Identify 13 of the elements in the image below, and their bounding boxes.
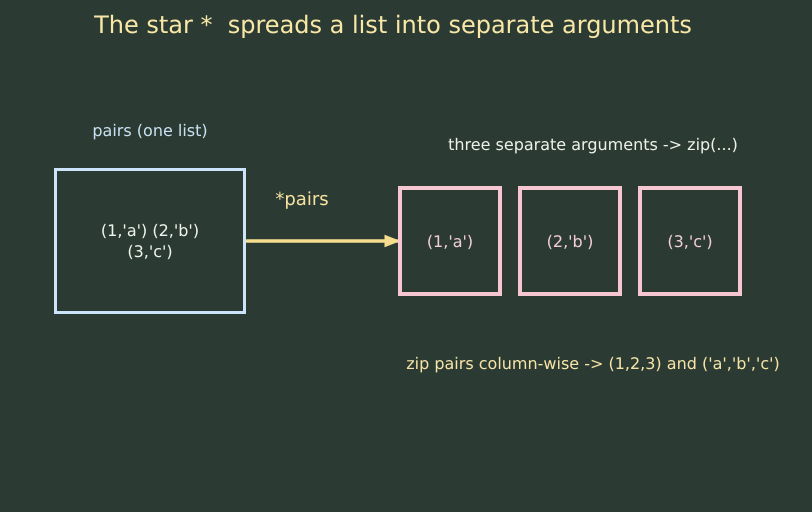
tuple-text: (1,'a') <box>426 230 474 252</box>
edge-label: *pairs <box>274 188 330 212</box>
tuple-box <box>638 186 742 296</box>
tuple-text: (3,'c') <box>667 230 713 252</box>
list-heading: pairs (one list) <box>91 120 209 142</box>
tuple-box <box>518 186 622 296</box>
arrow <box>245 234 400 248</box>
tuple-box <box>398 186 502 296</box>
diagram-title: The star * spreads a list into separate arguments <box>93 10 693 41</box>
group-caption: three separate arguments -> zip(...) <box>447 134 739 156</box>
tuple-text: (2,'b') <box>546 230 594 252</box>
list-contents: (1,'a') (2,'b') (3,'c') <box>100 220 200 262</box>
note-text: zip pairs column-wise -> (1,2,3) and ('a','b','c') <box>405 353 781 375</box>
